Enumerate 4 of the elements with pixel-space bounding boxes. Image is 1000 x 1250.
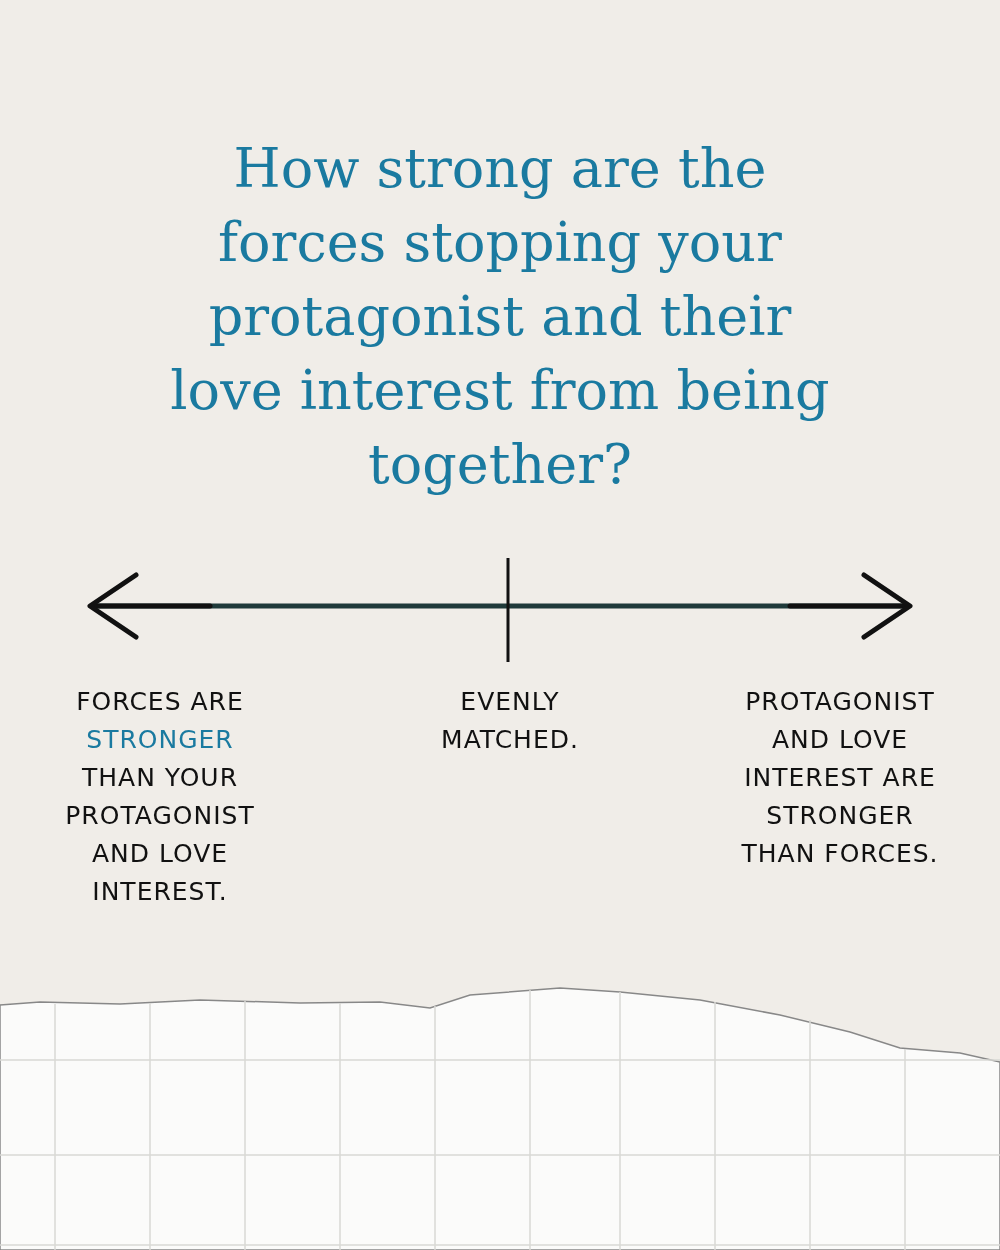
title: How strong are the forces stopping your protagonist and their love interest from being together? [169,136,831,498]
scale-label: EVENLY MATCHED. [440,686,580,756]
scale-label: PROTAGONIST AND LOVE INTEREST ARE STRONGER THAN FORCES. [740,686,940,870]
scale-label: FORCES ARE STRONGER THAN YOUR PROTAGONIST AND LOVE INTEREST. [64,686,256,908]
